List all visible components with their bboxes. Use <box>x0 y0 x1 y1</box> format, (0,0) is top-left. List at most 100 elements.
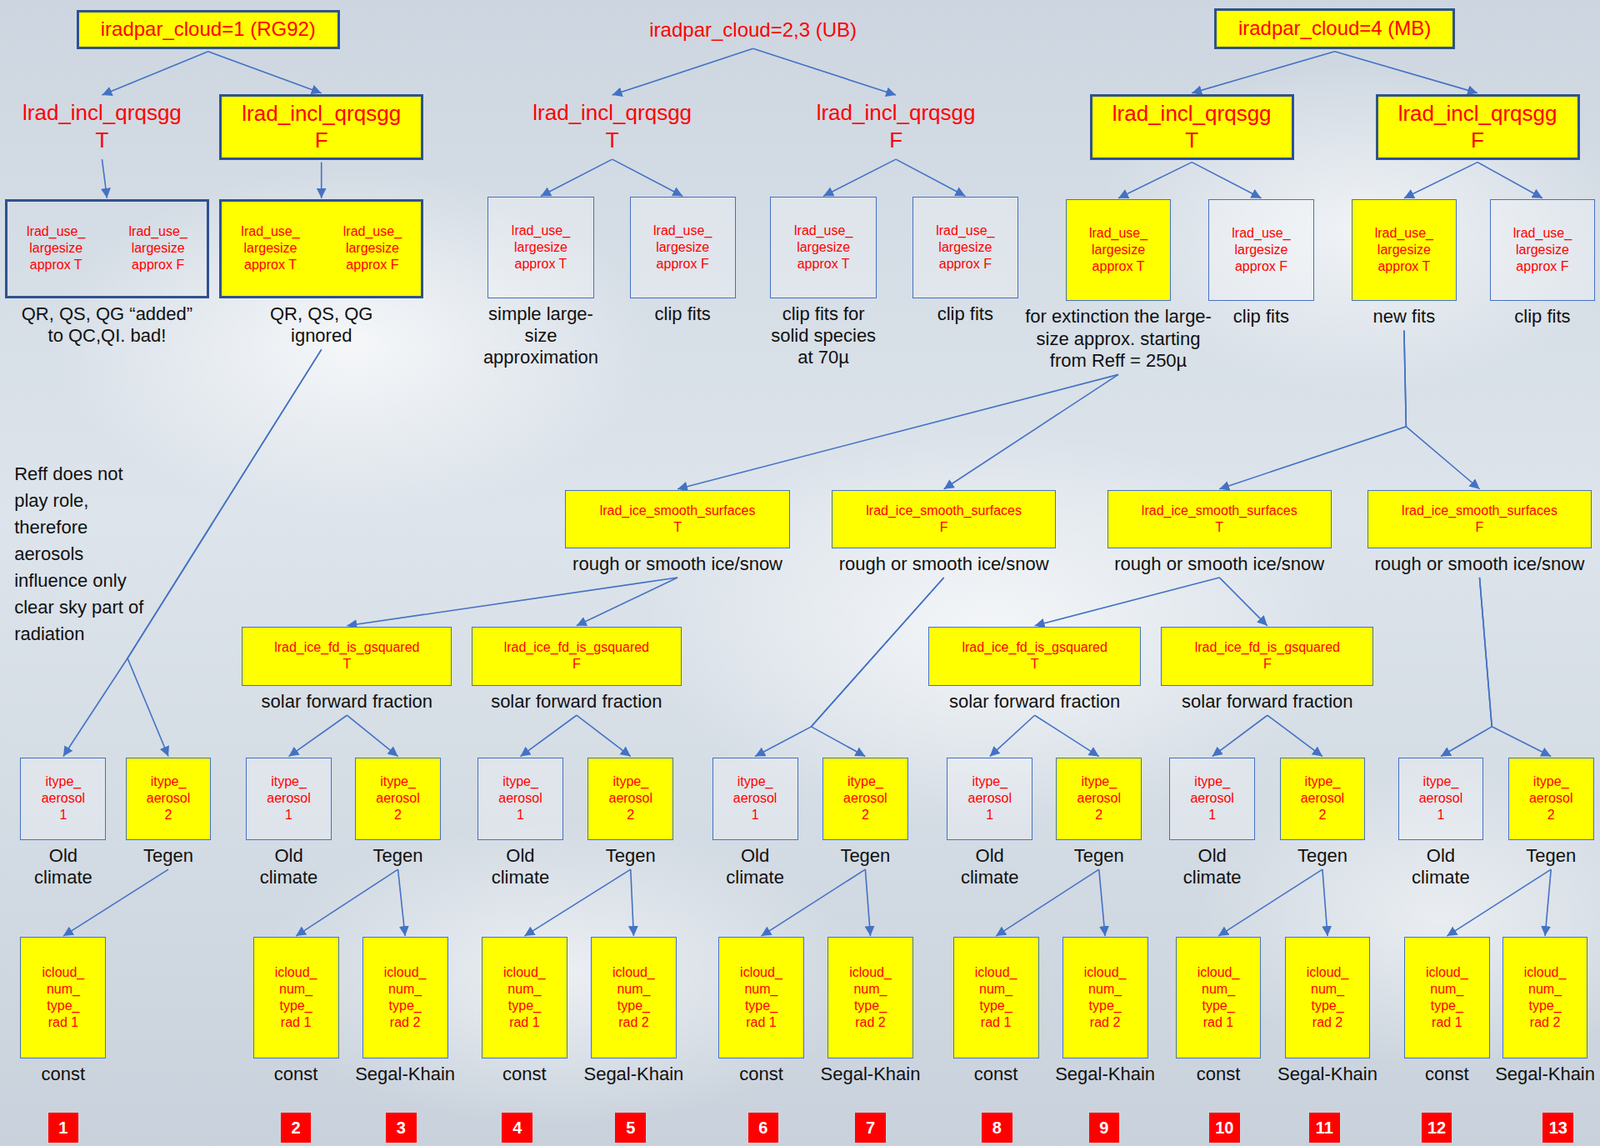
switch-box: icloud_ num_ type_ rad 2Segal-Khain <box>355 936 455 1085</box>
switch-box: icloud_ num_ type_ rad 1const <box>1404 936 1490 1085</box>
option-label: itype_ aerosol 2 <box>1300 773 1345 824</box>
callout-number: 4 <box>501 1112 533 1144</box>
option-text: iradpar_cloud=2,3 (UB) <box>642 14 864 46</box>
connector-arrow <box>1477 162 1543 199</box>
caption-text: QR, QS, QG “added” to QC,QI. bad! <box>20 303 194 348</box>
switch-box-outline: lrad_ice_smooth_surfaces F <box>831 490 1056 549</box>
switch-box: itype_ aerosol 2Tegen <box>1055 757 1142 868</box>
switch-box-outline: icloud_ num_ type_ rad 1 <box>1175 936 1262 1059</box>
caption-text: solar forward fraction <box>490 690 662 713</box>
option-label: itype_ aerosol 1 <box>968 773 1012 824</box>
caption-text: Tegen <box>605 845 656 867</box>
caption-text: Segal-Khain <box>583 1063 684 1085</box>
option-text-outline: lrad_incl_qrqsgg T <box>525 95 700 157</box>
callout-number-outline: 7 <box>855 1112 886 1144</box>
option-label: lrad_ice_fd_is_gsquared T <box>274 639 420 673</box>
option-text: lrad_incl_qrqsgg T <box>15 95 189 157</box>
switch-box-outline: icloud_ num_ type_ rad 2 <box>362 936 449 1059</box>
caption-text: const <box>1196 1063 1241 1085</box>
switch-box-outline: lrad_use_ largesize approx F <box>1490 199 1595 301</box>
switch-box: itype_ aerosol 1Old climate <box>245 757 332 890</box>
switch-box: itype_ aerosol 2Tegen <box>125 757 212 868</box>
switch-box: itype_ aerosol 1 Old climate <box>20 757 106 890</box>
connector-arrow <box>346 577 678 626</box>
callout-number: 3 <box>385 1112 417 1144</box>
option-box-outline: lrad_incl_qrqsgg T <box>1090 94 1295 160</box>
option-label: lrad_ice_fd_is_gsquared T <box>961 639 1107 673</box>
callout-number-outline: 1 <box>48 1112 80 1144</box>
option-label: lrad_use_ largesize approx T <box>1089 225 1148 275</box>
option-text-outline: lrad_incl_qrqsgg T <box>15 95 189 157</box>
option-label: icloud_ num_ type_ rad 1 <box>740 964 783 1031</box>
option-label: lrad_use_ largesize approx F <box>1231 225 1290 275</box>
callout-number: 8 <box>981 1112 1013 1144</box>
switch-box-outline: icloud_ num_ type_ rad 1 <box>953 936 1040 1059</box>
option-label: lrad_use_ largesize approx T <box>511 222 570 273</box>
connector-arrow <box>1118 162 1192 199</box>
caption-text: Old climate <box>22 845 105 890</box>
switch-box-outline: lrad_use_ largesize approx F <box>912 196 1019 298</box>
switch-box: lrad_use_ largesize approx Tfor extincti… <box>1024 199 1214 373</box>
switch-box: itype_ aerosol 2Tegen <box>355 757 441 868</box>
option-label: lrad_incl_qrqsgg T <box>1112 100 1272 155</box>
caption-text: clip fits <box>937 303 994 325</box>
option-label: lrad_ice_fd_is_gsquared F <box>1195 639 1340 673</box>
switch-box: lrad_ice_fd_is_gsquared Tsolar forward f… <box>928 626 1141 713</box>
connector-arrow <box>1404 162 1478 199</box>
option-label: icloud_ num_ type_ rad 2 <box>384 964 427 1031</box>
switch-box-outline: itype_ aerosol 1 <box>1169 757 1255 840</box>
switch-box: itype_ aerosol 2Tegen <box>822 757 909 868</box>
connector-arrow <box>101 51 208 95</box>
connector-arrow <box>895 159 965 196</box>
option-text-outline: lrad_incl_qrqsgg F <box>809 95 983 157</box>
option-label: icloud_ num_ type_ rad 1 <box>1425 964 1469 1031</box>
switch-box-outline: lrad_use_ largesize approx F <box>1208 199 1314 301</box>
caption-text: const <box>41 1063 86 1085</box>
caption-text: solar forward fraction <box>1181 690 1353 713</box>
option-box-outline: lrad_incl_qrqsgg F <box>219 94 424 160</box>
switch-box-outline: lrad_use_ largesize approx T <box>770 196 876 298</box>
switch-box: icloud_ num_ type_ rad 1 const <box>718 936 805 1085</box>
switch-box-outline: itype_ aerosol 1 <box>245 757 332 840</box>
option-label: icloud_ num_ type_ rad 2 <box>1524 964 1567 1031</box>
callout-number-outline: 8 <box>981 1112 1013 1144</box>
connector-arrow <box>1404 330 1480 490</box>
connector-arrow <box>576 715 631 756</box>
group-box: lrad_use_ largesize approx Tlrad_use_ la… <box>5 199 210 348</box>
connector-arrow <box>1035 577 1220 626</box>
caption-text: clip fits <box>1514 305 1570 328</box>
option-text-outline: iradpar_cloud=2,3 (UB) <box>642 14 864 46</box>
connector-arrow <box>630 869 635 936</box>
connector-arrow <box>208 51 322 94</box>
switch-box-outline: lrad_use_ largesize approx F <box>630 196 736 298</box>
switch-box-outline: itype_ aerosol 1 <box>20 757 106 840</box>
callout-number-text: 13 <box>1549 1117 1568 1139</box>
caption-text: Tegen <box>1074 845 1125 867</box>
callout-number-text: 10 <box>1215 1117 1234 1139</box>
connector-arrow <box>320 162 323 199</box>
switch-box-outline: icloud_ num_ type_ rad 1 <box>718 936 805 1059</box>
option-label: lrad_use_ largesize approx T <box>1375 225 1434 275</box>
option-text: lrad_incl_qrqsgg T <box>525 95 700 157</box>
caption-text: const <box>739 1063 784 1085</box>
callout-number-text: 2 <box>291 1117 301 1139</box>
switch-box-outline: lrad_use_ largesize approx T <box>1065 199 1171 301</box>
callout-number-text: 9 <box>1099 1117 1109 1139</box>
switch-box: itype_ aerosol 2Tegen <box>1280 757 1366 868</box>
caption-text: Tegen <box>840 845 890 867</box>
switch-box: icloud_ num_ type_ rad 2 Segal-Khain <box>1495 936 1595 1085</box>
switch-box: lrad_ice_smooth_surfaces F rough or smoot… <box>1367 490 1592 575</box>
callout-number: 10 <box>1209 1112 1240 1144</box>
option-label: lrad_use_ largesize approx F <box>343 223 402 274</box>
switch-box: lrad_ice_fd_is_gsquared Tsolar forward f… <box>241 626 452 713</box>
caption-text: Segal-Khain <box>1495 1063 1595 1085</box>
callout-number: 1 <box>48 1112 80 1144</box>
option-label: lrad_ice_smooth_surfaces F <box>1401 502 1558 536</box>
option-label: icloud_ num_ type_ rad 1 <box>1197 964 1240 1031</box>
switch-box: icloud_ num_ type_ rad 1const <box>953 936 1040 1085</box>
connector-arrow <box>810 577 944 757</box>
caption-text: rough or smooth ice/snow <box>1375 553 1585 575</box>
caption-text: Tegen <box>143 845 194 867</box>
option-label: itype_ aerosol 1 <box>41 773 85 824</box>
option-label: lrad_ice_smooth_surfaces T <box>600 502 756 536</box>
